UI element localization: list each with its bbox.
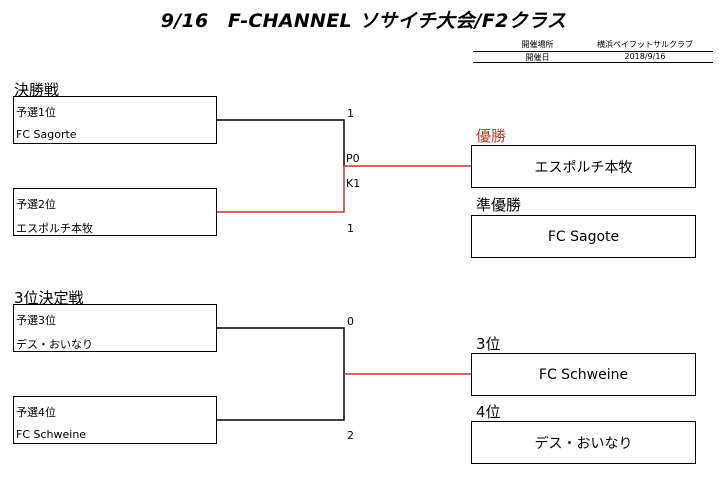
third-team2-box: 予選4位 FC Schweine [13, 396, 217, 444]
venue-value: 横浜ペイフットサルクラブ [597, 40, 693, 49]
runner-up-label: 準優勝 [476, 196, 522, 214]
fourth-place-label: 4位 [476, 403, 501, 421]
team-name: エスポルチ本牧 [16, 222, 93, 235]
third-team1-box: 予選3位 デス・おいなり [13, 304, 217, 352]
final-heading: 決勝戦 [14, 81, 60, 99]
third-team2-score: 2 [347, 429, 354, 442]
date-label: 開催日 [525, 53, 550, 62]
final-bracket-team1-line [217, 119, 345, 166]
venue-label: 開催場所 [521, 40, 554, 49]
team-seed: 予選3位 [16, 314, 56, 327]
third-team1-score: 0 [347, 315, 354, 328]
third-place-heading: 3位決定戦 [14, 289, 84, 307]
final-team2-score: 1 [347, 222, 354, 235]
team-name: デス・おいなり [16, 338, 93, 351]
final-team1-box: 予選1位 FC Sagorte [13, 96, 217, 144]
final-pk-score2: K1 [346, 177, 361, 190]
final-bracket-team2-line [217, 166, 345, 213]
third-place-label: 3位 [476, 335, 501, 353]
final-pk-score1: P0 [346, 152, 360, 165]
page-title: 9/16 F-CHANNEL ソサイチ大会/F2クラス [160, 10, 567, 32]
third-bracket-team2-line [217, 374, 345, 421]
champion-box: エスポルチ本牧 [471, 145, 696, 188]
third-place-box: FC Schweine [471, 353, 696, 396]
fourth-place-box: デス・おいなり [471, 421, 696, 464]
date-value: 2018/9/16 [624, 52, 666, 61]
meta-divider [473, 51, 713, 52]
team-name: FC Sagorte [16, 128, 77, 141]
third-bracket-team1-line [217, 327, 345, 374]
team-seed: 予選1位 [16, 106, 56, 119]
final-team1-score: 1 [347, 107, 354, 120]
final-team2-box: 予選2位 エスポルチ本牧 [13, 188, 217, 236]
team-seed: 予選2位 [16, 198, 56, 211]
team-name: FC Schweine [16, 428, 87, 441]
runner-up-box: FC Sagote [471, 215, 696, 258]
team-seed: 予選4位 [16, 406, 56, 419]
meta-divider [473, 62, 713, 63]
champion-label: 優勝 [476, 127, 507, 145]
